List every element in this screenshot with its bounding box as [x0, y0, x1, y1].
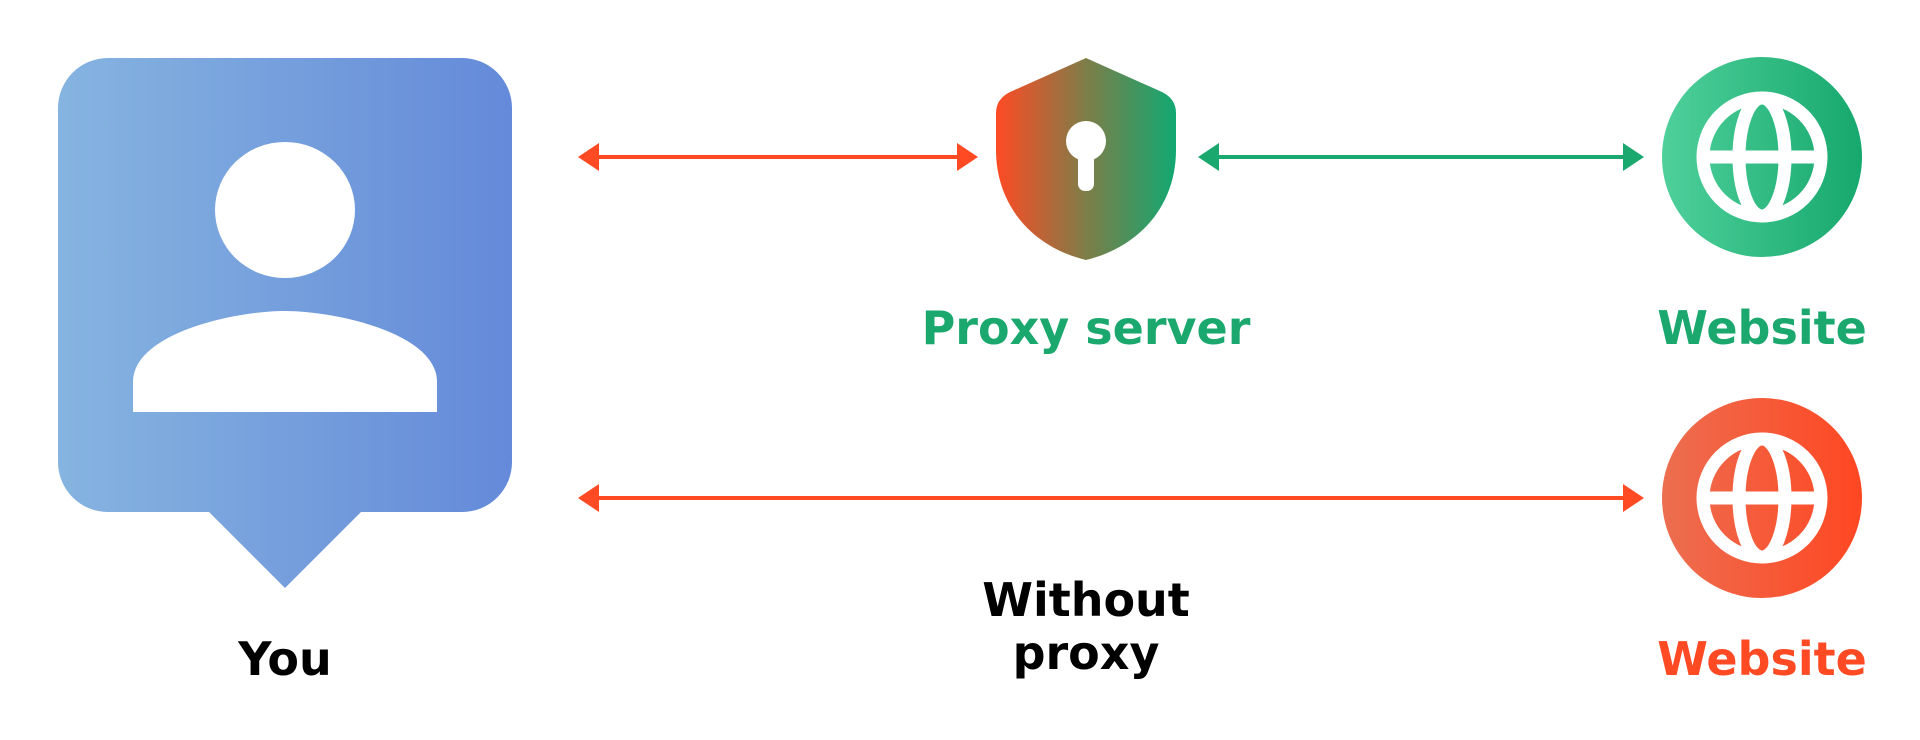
without-proxy-label-line2: proxy	[1012, 625, 1160, 680]
proxy-server-label: Proxy server	[921, 301, 1251, 355]
globe-icon-green	[1662, 57, 1862, 257]
globe-icon-red	[1662, 398, 1862, 598]
user-body-shape	[133, 311, 437, 412]
user-badge-icon	[58, 58, 512, 588]
you-label: You	[238, 632, 332, 686]
user-head-shape	[215, 142, 355, 278]
without-proxy-label: Without proxy	[936, 574, 1236, 680]
keyhole-stem-shape	[1078, 145, 1094, 191]
keyhole-shape	[1066, 121, 1106, 161]
website-direct-label: Website	[1657, 632, 1867, 686]
without-proxy-label-line1: Without	[982, 573, 1190, 627]
arrow-you-website-direct	[578, 484, 1644, 512]
website-via-proxy-label: Website	[1657, 301, 1867, 355]
shield-keyhole-icon	[996, 58, 1176, 260]
arrow-proxy-website	[1198, 143, 1644, 171]
arrow-you-proxy	[578, 143, 978, 171]
